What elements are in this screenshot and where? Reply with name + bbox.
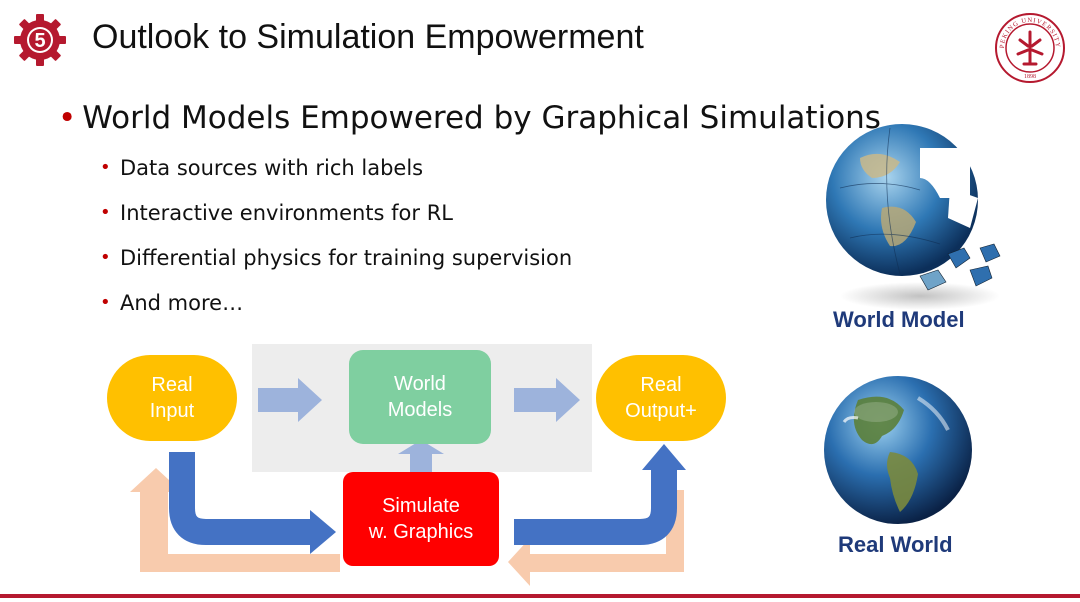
slide-title: Outlook to Simulation Empowerment	[92, 18, 644, 56]
section-number: 5	[34, 30, 45, 52]
bullet-dot-icon: •	[58, 100, 77, 136]
arrow-simulate-to-world	[398, 440, 444, 472]
earth-globe-image	[824, 376, 972, 524]
puzzle-globe-image	[826, 124, 1001, 310]
arrow-return-right	[508, 490, 684, 586]
arrow-world-to-output	[514, 378, 580, 422]
arrow-input-to-simulate	[169, 452, 312, 545]
sub-bullet: •Differential physics for training super…	[100, 246, 573, 270]
bullet-dot-icon: •	[100, 202, 111, 223]
sub-bullet-list: •Data sources with rich labels •Interact…	[100, 156, 572, 336]
main-bullet-text: World Models Empowered by Graphical Simu…	[82, 100, 881, 136]
sub-bullet: •Interactive environments for RL	[100, 201, 453, 225]
world-model-caption: World Model	[833, 307, 965, 332]
sub-bullet: •Data sources with rich labels	[100, 156, 424, 180]
main-bullet: •World Models Empowered by Graphical Sim…	[58, 100, 881, 136]
bullet-dot-icon: •	[100, 292, 111, 313]
footer-bar	[0, 594, 1080, 598]
svg-text:1898: 1898	[1024, 74, 1036, 80]
bullet-dot-icon: •	[100, 157, 111, 178]
sub-bullet: •And more…	[100, 291, 244, 315]
section-gear-icon: 5	[14, 14, 66, 66]
real-world-caption: Real World	[838, 532, 953, 557]
peking-university-logo: PEKING UNIVERSITY 1898	[995, 13, 1065, 83]
arrow-simulate-to-output	[514, 468, 677, 545]
arrow-input-to-world	[258, 378, 322, 422]
bullet-dot-icon: •	[100, 247, 111, 268]
arrow-return-left	[130, 468, 340, 572]
